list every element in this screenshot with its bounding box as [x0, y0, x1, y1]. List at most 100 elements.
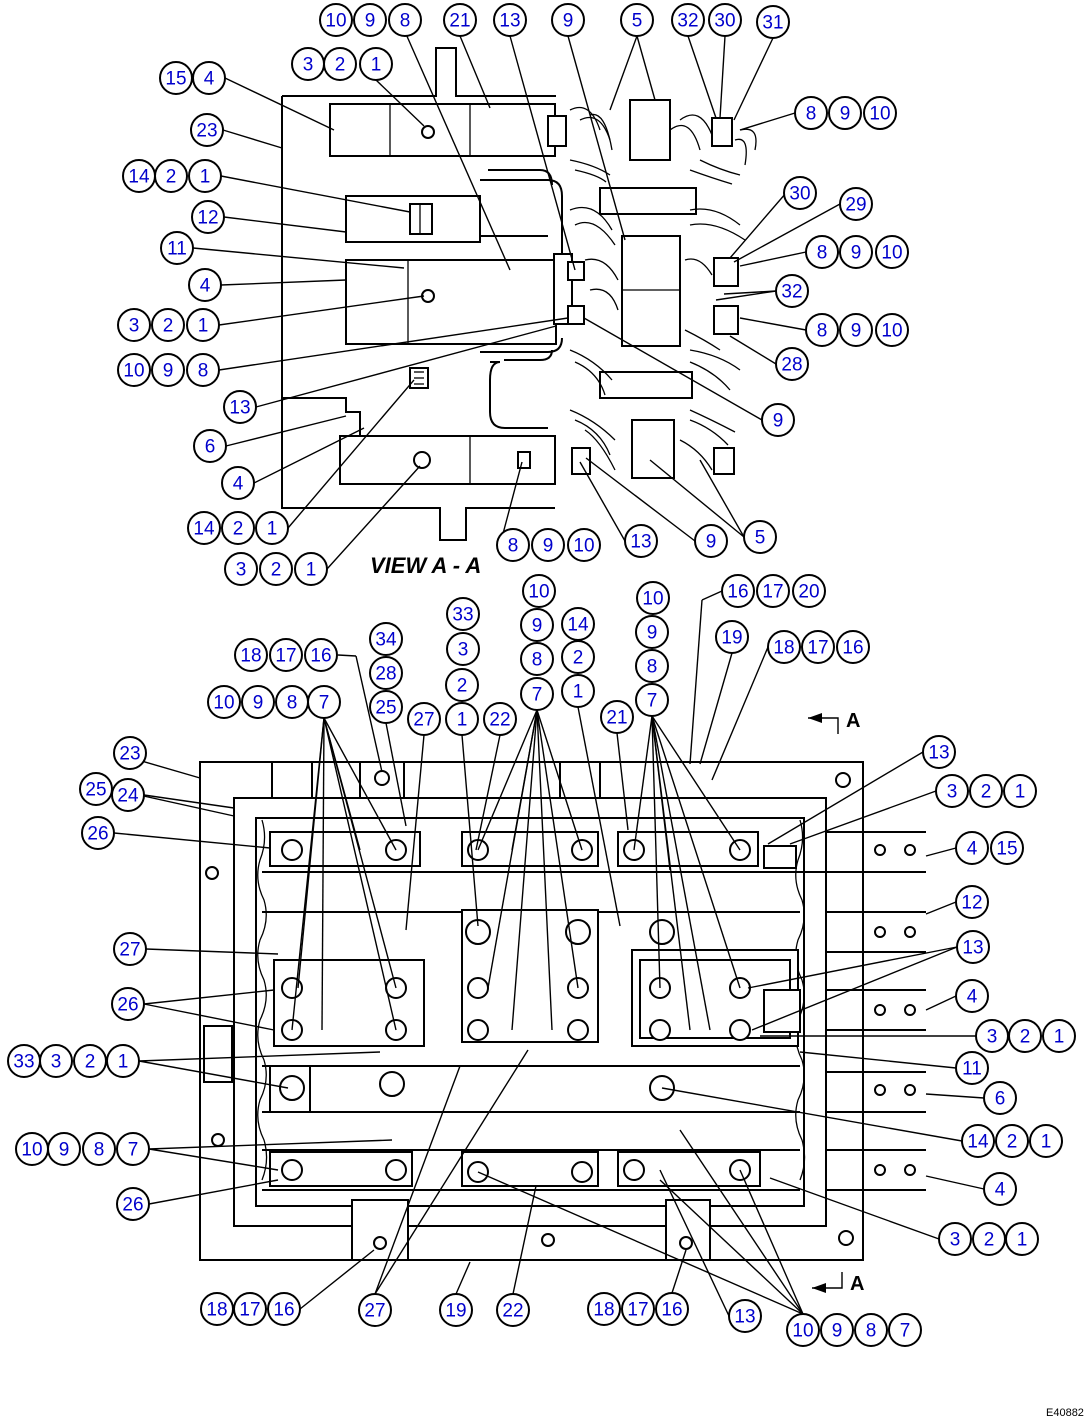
part-balloon-circle	[761, 403, 795, 437]
part-balloon-circle	[955, 979, 989, 1013]
part-balloon: 14	[122, 159, 156, 193]
part-balloon: 8	[186, 353, 220, 387]
part-balloon-number: 10	[123, 361, 144, 382]
part-balloon: 1	[186, 308, 220, 342]
part-balloon: 16	[721, 574, 755, 608]
part-balloon: 14	[561, 607, 595, 641]
part-balloon-number: 10	[792, 1321, 813, 1342]
part-balloon-number: 22	[489, 710, 510, 731]
part-balloon: 14	[961, 1124, 995, 1158]
part-balloon: 22	[483, 702, 517, 736]
part-balloon: 18	[200, 1292, 234, 1326]
part-balloon-circle	[192, 61, 226, 95]
part-balloon-circle	[955, 1051, 989, 1085]
part-balloon: 24	[111, 778, 145, 812]
part-balloon-circle	[1029, 1124, 1063, 1158]
part-balloon-number: 1	[1041, 1132, 1052, 1153]
part-balloon: 15	[159, 61, 193, 95]
part-balloon: 5	[620, 3, 654, 37]
part-balloon-circle	[801, 630, 835, 664]
part-balloon: 3	[117, 308, 151, 342]
part-balloon: 25	[369, 690, 403, 724]
part-balloon-circle	[193, 429, 227, 463]
part-balloon-circle	[269, 638, 303, 672]
part-balloon-circle	[1042, 1019, 1076, 1053]
part-balloon-number: 8	[198, 361, 209, 382]
part-balloon-number: 2	[984, 1230, 995, 1251]
part-balloon-number: 15	[165, 69, 186, 90]
part-balloon-number: 14	[193, 519, 215, 540]
part-balloon: 20	[792, 574, 826, 608]
part-balloon-circle	[445, 668, 479, 702]
part-balloon-circle	[443, 3, 477, 37]
part-balloon-circle	[445, 702, 479, 736]
part-balloon: 10	[15, 1132, 49, 1166]
part-balloon: 9	[520, 608, 554, 642]
part-balloon-number: 14	[128, 167, 150, 188]
part-balloon-circle	[786, 1313, 820, 1347]
part-balloon-circle	[600, 700, 634, 734]
part-balloon-number: 8	[287, 693, 298, 714]
part-balloon-number: 1	[306, 560, 317, 581]
part-balloon-number: 33	[13, 1052, 34, 1073]
part-balloon-circle	[223, 390, 257, 424]
part-balloon-circle	[935, 774, 969, 808]
part-balloon-number: 31	[762, 13, 783, 34]
part-balloon-circle	[151, 353, 185, 387]
part-balloon-number: 12	[197, 208, 218, 229]
part-balloon-number: 13	[962, 938, 983, 959]
part-balloon: 1	[188, 159, 222, 193]
part-balloon-circle	[854, 1313, 888, 1347]
part-balloon: 4	[955, 831, 989, 865]
part-balloon: 28	[775, 347, 809, 381]
part-balloon-circle	[221, 466, 255, 500]
part-balloon-number: 1	[200, 167, 211, 188]
part-balloon-number: 3	[129, 316, 140, 337]
part-balloon-number: 1	[198, 316, 209, 337]
part-balloon-number: 9	[543, 536, 554, 557]
part-balloon-number: 9	[773, 411, 784, 432]
part-balloon: 9	[820, 1313, 854, 1347]
part-balloon-number: 9	[706, 532, 717, 553]
part-balloon-circle	[116, 1187, 150, 1221]
part-balloon-number: 22	[502, 1301, 523, 1322]
part-balloon: 27	[407, 702, 441, 736]
part-balloon-number: 2	[981, 782, 992, 803]
part-balloon-circle	[113, 736, 147, 770]
part-balloon-circle	[234, 638, 268, 672]
part-balloon-circle	[353, 3, 387, 37]
part-balloon: 1	[1005, 1222, 1039, 1256]
part-balloon-circle	[407, 702, 441, 736]
part-balloon-number: 10	[642, 589, 663, 610]
part-balloon-number: 3	[236, 560, 247, 581]
part-balloon-number: 17	[275, 646, 296, 667]
part-balloon: 17	[621, 1292, 655, 1326]
part-balloon-number: 8	[866, 1321, 877, 1342]
part-balloon-number: 21	[449, 11, 470, 32]
part-balloon-circle	[756, 5, 790, 39]
section-arrow-label-top: A	[846, 710, 860, 732]
part-balloon-circle	[241, 685, 275, 719]
part-balloon: 9	[839, 313, 873, 347]
part-balloon: 26	[111, 987, 145, 1021]
part-balloon: 3	[938, 1222, 972, 1256]
part-balloon-number: 10	[881, 321, 902, 342]
part-balloon-number: 16	[310, 646, 331, 667]
part-balloon-number: 8	[817, 321, 828, 342]
part-balloon-circle	[620, 3, 654, 37]
part-balloon-number: 2	[457, 676, 468, 697]
part-balloon-number: 32	[677, 11, 698, 32]
part-balloon: 10	[567, 528, 601, 562]
part-balloon-number: 2	[166, 167, 177, 188]
part-balloon-number: 17	[762, 582, 783, 603]
part-balloon: 2	[221, 511, 255, 545]
part-balloon: 9	[839, 235, 873, 269]
part-balloon-number: 16	[727, 582, 748, 603]
part-balloon-circle	[111, 987, 145, 1021]
part-balloon-number: 13	[229, 398, 250, 419]
part-balloon-number: 9	[253, 693, 264, 714]
part-balloon-circle	[922, 735, 956, 769]
leader-lines	[111, 33, 985, 1317]
part-balloon-number: 25	[85, 780, 106, 801]
